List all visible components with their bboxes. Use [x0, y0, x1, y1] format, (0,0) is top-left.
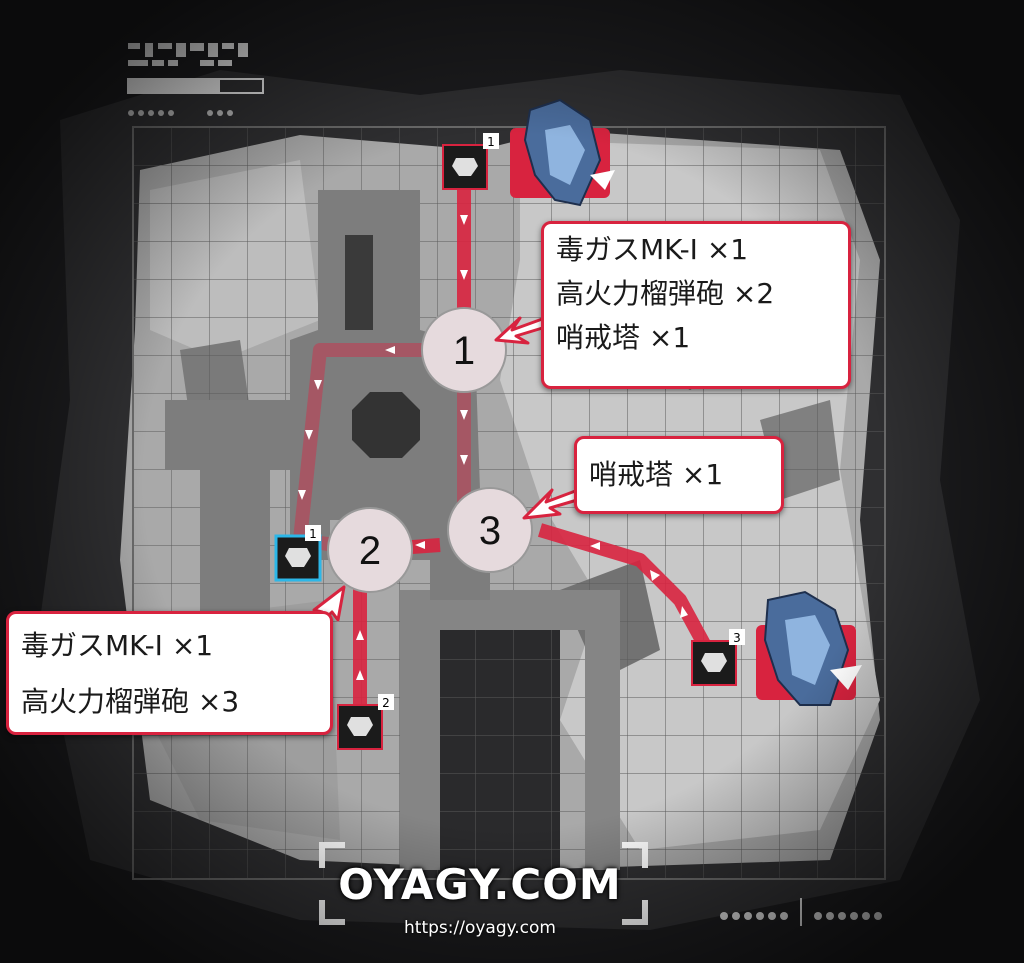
callout-1-line-1: 毒ガスMK-Ⅰ ×1 — [556, 233, 749, 266]
callout-waypoint-3: 哨戒塔 ×1 — [574, 436, 784, 514]
waypoint-3-label: 3 — [479, 509, 501, 553]
callout-2-line-2: 高火力榴弾砲 ×3 — [21, 685, 240, 718]
callout-3-line-1: 哨戒塔 ×1 — [589, 458, 724, 491]
waypoint-1-label: 1 — [453, 329, 475, 373]
callout-1-line-3: 哨戒塔 ×1 — [556, 321, 691, 354]
spawn-friendly-badge: 1 — [309, 527, 317, 541]
watermark-url: https://oyagy.com — [404, 918, 556, 938]
spawn-2-badge: 2 — [382, 696, 390, 710]
callout-waypoint-1: 毒ガスMK-Ⅰ ×1 高火力榴弾砲 ×2 哨戒塔 ×1 — [541, 221, 851, 389]
spawn-1-badge: 1 — [487, 135, 495, 149]
spawn-3-badge: 3 — [733, 631, 741, 645]
callout-2-line-1: 毒ガスMK-Ⅰ ×1 — [21, 629, 214, 662]
octagon-pit — [352, 392, 420, 458]
waypoint-2-label: 2 — [359, 529, 381, 573]
watermark-text: OYAGY.COM — [338, 860, 622, 909]
callout-waypoint-2: 毒ガスMK-Ⅰ ×1 高火力榴弾砲 ×3 — [6, 611, 333, 735]
callout-1-line-2: 高火力榴弾砲 ×2 — [556, 277, 775, 310]
